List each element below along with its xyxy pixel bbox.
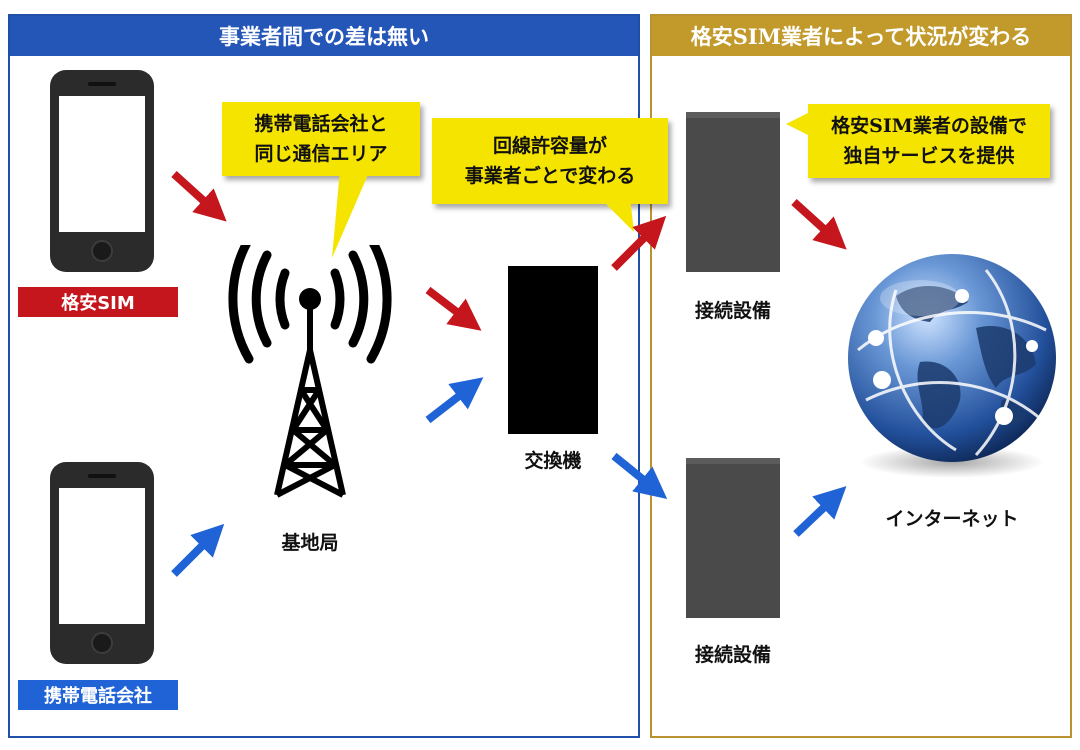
base-station-label: 基地局 xyxy=(281,532,339,554)
callout-line: 格安SIM業者の設備で xyxy=(831,115,1027,137)
callout-pointer xyxy=(600,198,634,232)
callout-line: 独自サービスを提供 xyxy=(843,145,1015,167)
mvno-smartphone-icon xyxy=(50,70,154,272)
carrier-label: 携帯電話会社 xyxy=(18,680,178,710)
callout-pointer xyxy=(332,170,370,258)
connection-equipment-bottom-server-icon xyxy=(686,458,780,618)
same-area-callout: 携帯電話会社と 同じ通信エリア xyxy=(222,102,420,176)
mvno-specific-section: 格安SIM業者によって状況が変わる xyxy=(650,14,1072,738)
connection-equipment-top-server-icon xyxy=(686,112,780,272)
mvno-label: 格安SIM xyxy=(18,287,178,317)
right-section-header: 格安SIM業者によって状況が変わる xyxy=(652,16,1070,56)
carrier-smartphone-icon xyxy=(50,462,154,664)
callout-pointer xyxy=(786,112,810,136)
arrow-icon xyxy=(791,199,847,250)
connection-equipment-bottom-label: 接続設備 xyxy=(694,644,771,666)
callout-line: 同じ通信エリア xyxy=(254,143,388,165)
globe-icon xyxy=(848,254,1056,478)
arrow-icon xyxy=(611,452,668,500)
arrow-icon xyxy=(425,377,484,424)
arrow-icon xyxy=(611,215,667,271)
arrow-icon xyxy=(425,286,482,331)
callout-line: 事業者ごとで変わる xyxy=(464,165,636,187)
arrow-icon xyxy=(171,171,227,222)
carrier-common-section: 事業者間での差は無い xyxy=(8,14,640,738)
switch-label: 交換機 xyxy=(524,450,582,472)
internet-label: インターネット xyxy=(885,508,1019,530)
callout-line: 携帯電話会社と xyxy=(254,113,388,135)
callout-line: 回線許容量が xyxy=(492,135,607,157)
own-service-callout: 格安SIM業者の設備で 独自サービスを提供 xyxy=(808,104,1050,178)
left-section-header: 事業者間での差は無い xyxy=(10,16,638,56)
arrow-icon xyxy=(171,523,225,577)
arrow-icon xyxy=(793,486,847,537)
connection-equipment-top-label: 接続設備 xyxy=(694,300,771,322)
antenna-tower-icon xyxy=(228,245,392,498)
switch-icon xyxy=(508,266,598,434)
capacity-callout: 回線許容量が 事業者ごとで変わる xyxy=(432,118,668,204)
